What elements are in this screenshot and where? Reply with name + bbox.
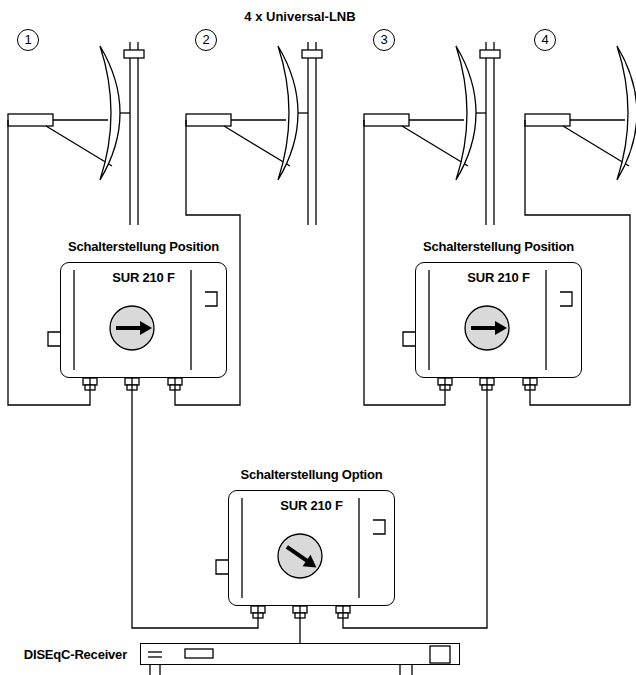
device-label: DISEqC-Receiver [24,647,127,662]
satellite-dish [364,42,500,225]
lnb-unit: 3 [364,28,496,228]
satellite-dish [8,42,144,225]
diagram-title: 4 x Universal-LNB [0,9,600,24]
switch-setting: Schalterstellung Position [66,239,221,254]
callout-number: 2 [195,29,217,51]
callout-number: 4 [534,29,556,51]
device-name: SUR 210 F [61,270,226,285]
switch-box: Schalterstellung PositionSUR 210 F [415,262,582,378]
callout-number: 1 [17,29,39,51]
coax-cable [299,606,300,643]
receiver-box: DISEqC-Receiver [140,643,460,665]
switch-box: Schalterstellung OptionSUR 210 F [228,490,395,606]
receiver-body [148,646,450,675]
coax-cable [343,378,487,628]
device-name: SUR 210 F [416,270,581,285]
callout-number: 3 [373,29,395,51]
switch-housing [216,498,385,618]
lnb-unit: 1 [8,28,140,228]
switch-setting: Schalterstellung Option [238,467,384,482]
switch-box: Schalterstellung PositionSUR 210 F [60,262,227,378]
device-name: SUR 210 F [229,498,394,513]
satellite-dish [525,42,636,225]
satellite-dish [186,42,322,225]
switch-housing [48,270,217,390]
lnb-unit: 4 [525,28,636,228]
switch-setting: Schalterstellung Position [421,239,576,254]
lnb-unit: 2 [186,28,318,228]
coax-cable [132,378,258,628]
switch-housing [403,270,572,390]
